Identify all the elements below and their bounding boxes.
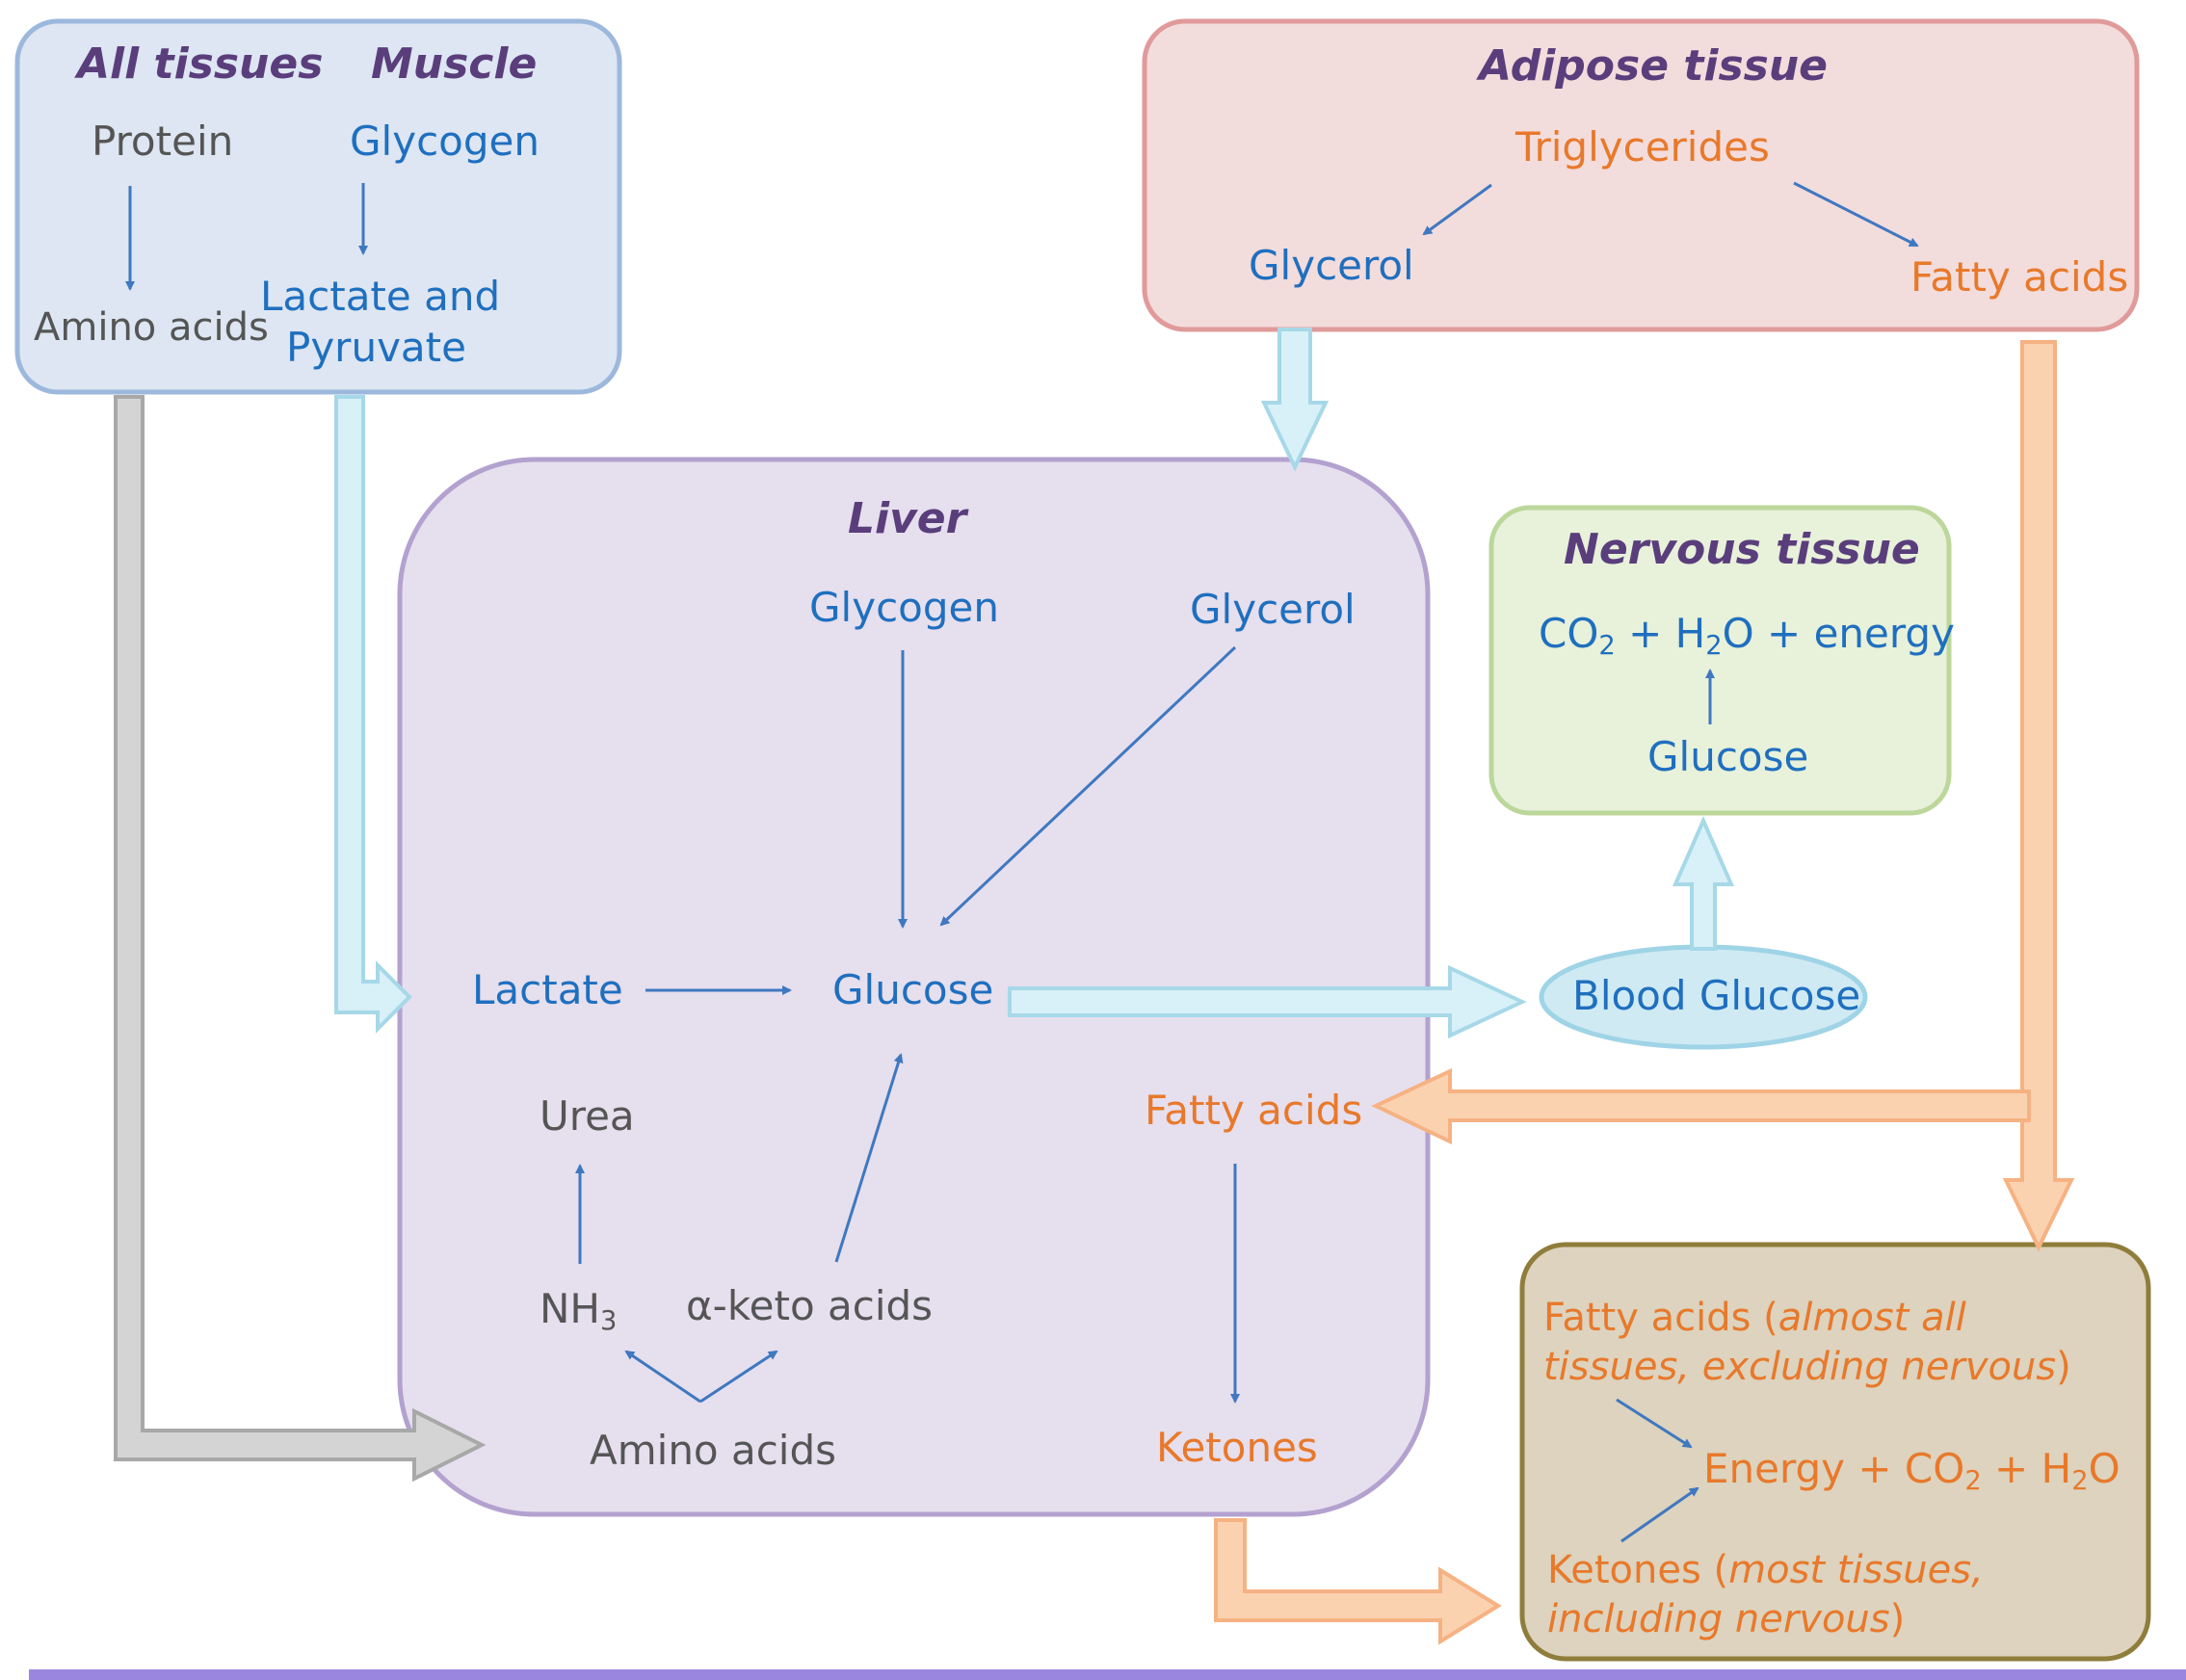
ketones-close: )	[1889, 1597, 1906, 1642]
blood-to-nervous-arrow	[1672, 816, 1735, 951]
grey-amino-arrow	[114, 395, 487, 1483]
trig-to-fatty-acids-arrow	[1793, 181, 1919, 248]
liver-glycerol-label: Glycerol	[1190, 586, 1356, 633]
lactate-and-label: Lactate and	[260, 273, 501, 320]
energy-o-text: O	[2088, 1445, 2120, 1492]
energy-h2o-subscript: 2	[2071, 1465, 2089, 1496]
energy-fatty-acids-label: Fatty acids (almost all tissues, excludi…	[1543, 1294, 2121, 1392]
fatty-acids-close: )	[2056, 1345, 2071, 1390]
ketones-note: most tissues, including nervous	[1547, 1548, 1984, 1642]
adipose-glycerol-label: Glycerol	[1249, 242, 1414, 289]
amino-to-keto-arrow	[699, 1350, 778, 1404]
liver-glucose-label: Glucose	[832, 966, 994, 1013]
ketoacids-to-glucose-arrow	[834, 1053, 904, 1263]
co2-energy-label: CO2 + H2O + energy	[1539, 610, 1955, 659]
nh3-label: NH3	[540, 1285, 617, 1334]
blood-glucose-label: Blood Glucose	[1572, 972, 1861, 1019]
o-energy-text: O + energy	[1722, 610, 1955, 657]
fatty-acids-text: Fatty acids (	[1543, 1296, 1778, 1340]
nh3-subscript: 3	[600, 1305, 618, 1336]
co2-subscript: 2	[1598, 630, 1616, 661]
glycerol-to-liver-arrow	[1260, 328, 1330, 472]
liver-amino-acids-label: Amino acids	[590, 1427, 837, 1474]
nervous-title: Nervous tissue	[1564, 525, 1920, 574]
keto-acids-label: α-keto acids	[686, 1282, 934, 1329]
liver-title: Liver	[848, 494, 967, 543]
plus-h-text: + H	[1615, 610, 1706, 657]
energy-co2-subscript: 2	[1964, 1465, 1982, 1496]
trig-to-glycerol-arrow	[1422, 183, 1492, 236]
glycerol-to-glucose-arrow	[939, 645, 1237, 927]
protein-label: Protein	[92, 118, 234, 165]
ketones-to-energy-thin-arrow	[1620, 1486, 1699, 1543]
liver-fatty-acids-label: Fatty acids	[1145, 1087, 1363, 1134]
fatty-to-energy-arrow	[1616, 1398, 1693, 1449]
bottom-accent-bar	[29, 1669, 2186, 1680]
lactate-pyruvate-arrow	[334, 395, 412, 1034]
all-tissues-title: All tissues	[77, 39, 324, 89]
muscle-title: Muscle	[371, 39, 538, 89]
fatty-acids-note: almost all tissues, excluding nervous	[1543, 1296, 2057, 1390]
energy-h-text: + H	[1981, 1445, 2072, 1492]
triglycerides-label: Triglycerides	[1515, 123, 1770, 171]
tissues-box	[14, 18, 622, 395]
co-text: CO	[1539, 610, 1599, 657]
energy-ketones-label: Ketones (most tissues, including nervous…	[1547, 1546, 2087, 1644]
fatty-acids-to-liver-arrow	[1371, 1067, 2031, 1145]
adipose-fatty-acids-label: Fatty acids	[1910, 253, 2129, 301]
tissues-amino-acids-label: Amino acids	[34, 305, 269, 350]
ketones-to-energy-arrow	[1214, 1518, 1502, 1645]
muscle-glycogen-label: Glycogen	[350, 118, 540, 165]
ketones-text: Ketones (	[1547, 1548, 1729, 1592]
energy-products-label: Energy + CO2 + H2O	[1703, 1445, 2120, 1494]
glucose-to-blood-arrow	[1008, 964, 1527, 1039]
adipose-fatty-acids-arrow	[2002, 340, 2075, 1252]
pyruvate-label: Pyruvate	[286, 324, 466, 371]
nervous-box	[1488, 505, 1952, 816]
h2o-subscript: 2	[1705, 630, 1723, 661]
amino-to-nh3-arrow	[624, 1350, 701, 1404]
nh3-text: NH	[540, 1285, 600, 1332]
energy-co-text: Energy + CO	[1703, 1445, 1965, 1492]
nervous-glucose-label: Glucose	[1647, 733, 1809, 780]
urea-label: Urea	[540, 1092, 635, 1140]
adipose-title: Adipose tissue	[1479, 41, 1829, 91]
ketones-label: Ketones	[1156, 1424, 1318, 1471]
energy-box	[1519, 1242, 2151, 1662]
liver-glycogen-label: Glycogen	[809, 584, 999, 631]
liver-lactate-label: Lactate	[472, 966, 623, 1013]
adipose-box	[1142, 18, 2140, 332]
